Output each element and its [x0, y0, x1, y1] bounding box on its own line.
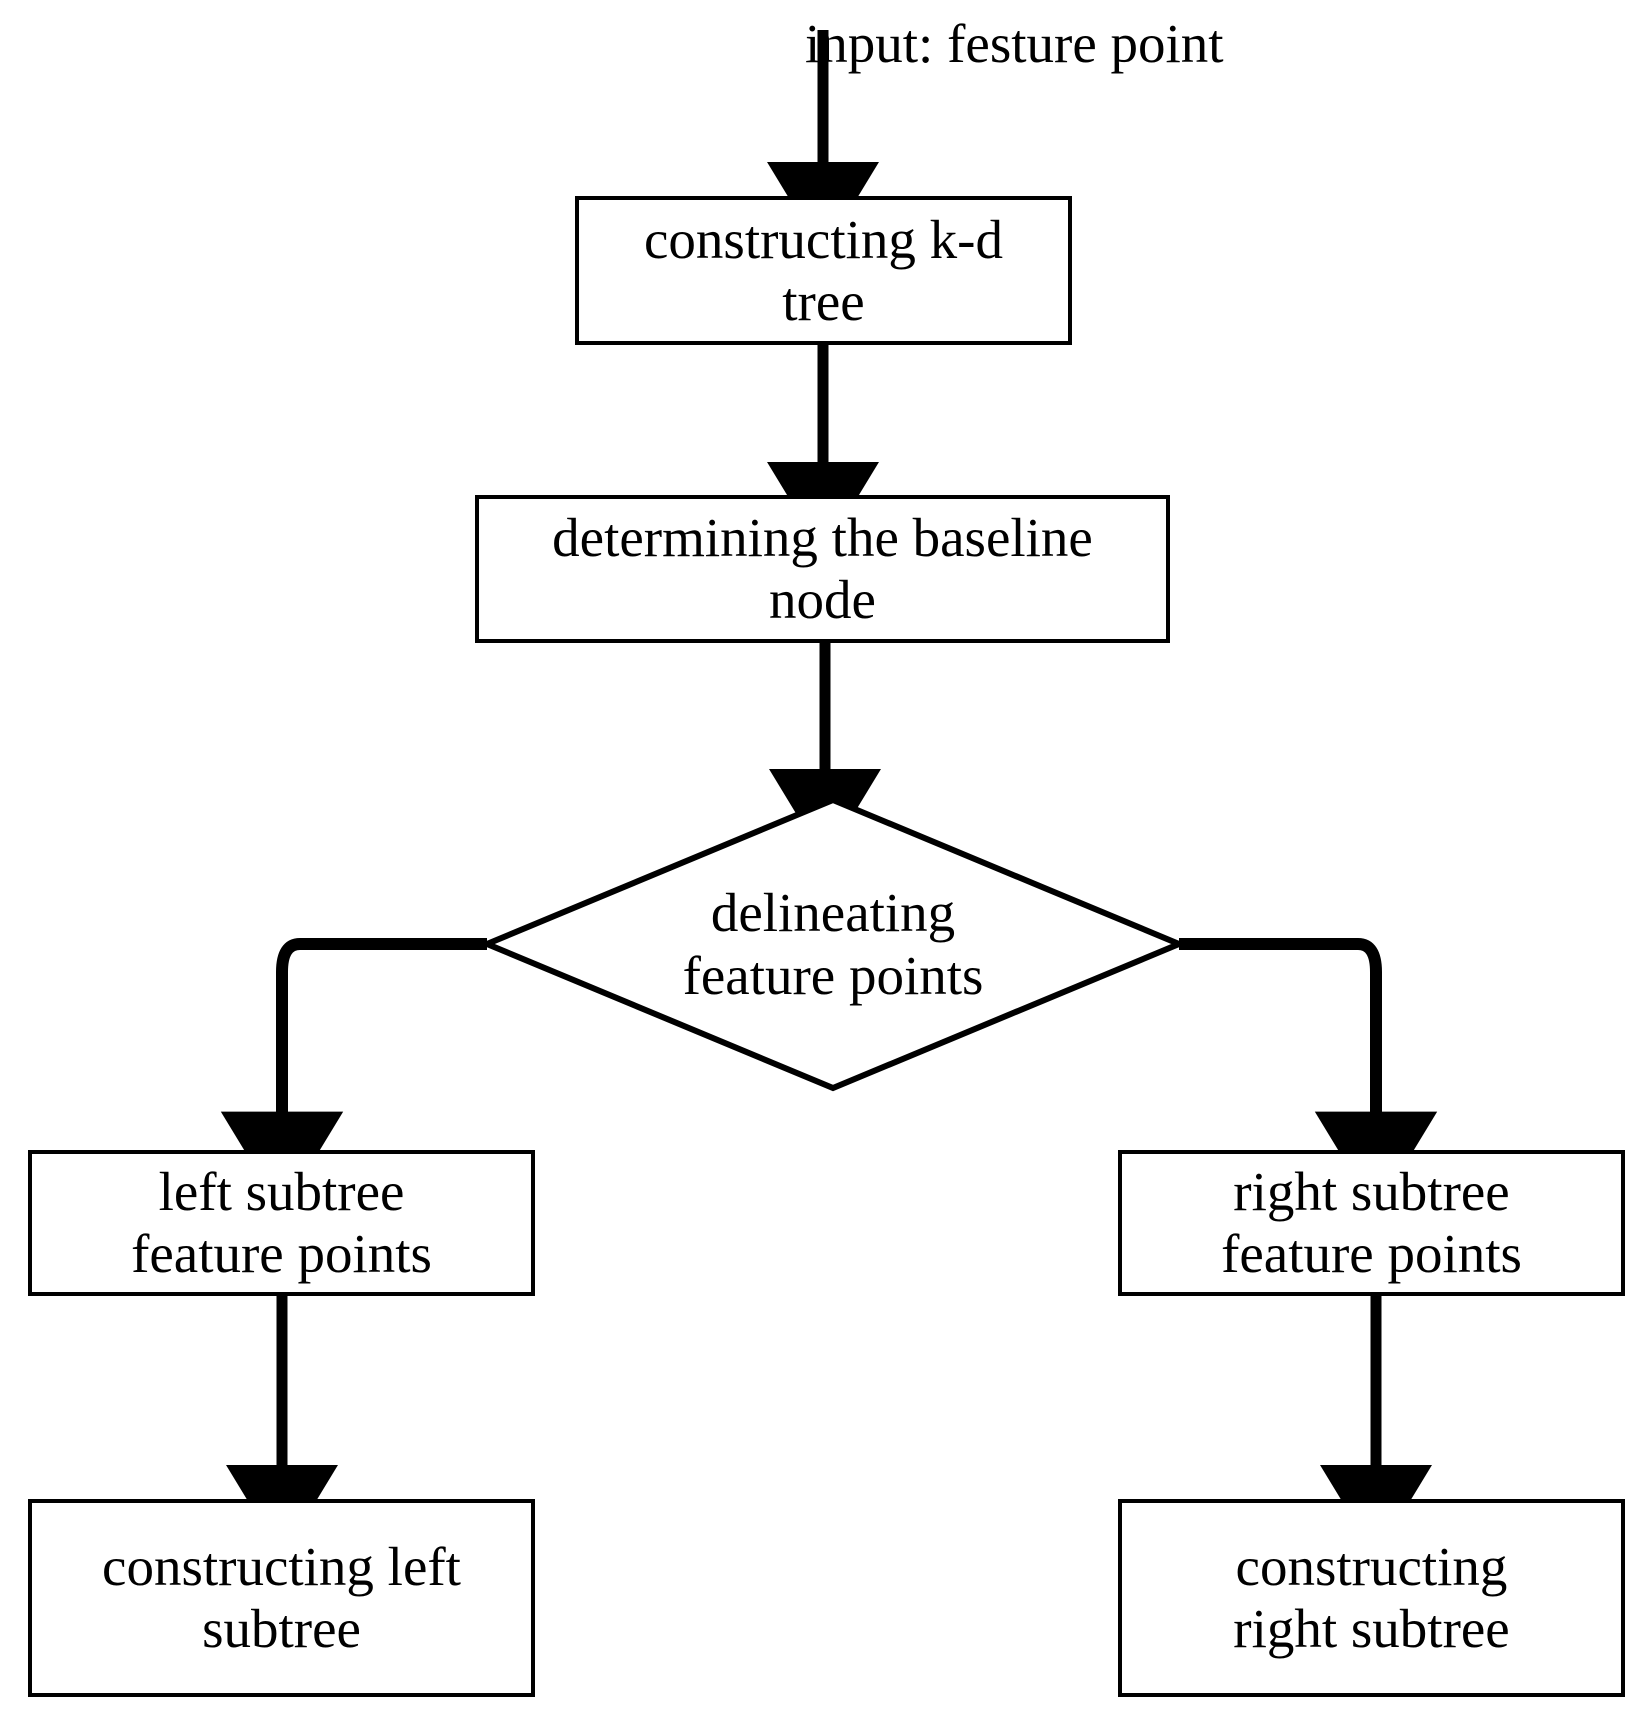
node-label: constructing right subtree [1233, 1536, 1510, 1659]
node-right-subtree-feature-points[interactable]: right subtree feature points [1118, 1150, 1625, 1296]
node-label: constructing k-d tree [644, 208, 1003, 332]
node-label: constructing left subtree [102, 1536, 461, 1659]
edge-delineate-to-right-feat [1179, 938, 1438, 1213]
node-label: right subtree feature points [1221, 1161, 1522, 1284]
edge-delineate-to-left-feat [220, 938, 487, 1213]
decision-diamond-shape [479, 796, 1187, 1092]
input-label: input: festure point [805, 13, 1224, 74]
node-label: determining the baseline node [552, 507, 1093, 630]
node-left-subtree-feature-points[interactable]: left subtree feature points [28, 1150, 535, 1296]
node-constructing-left-subtree[interactable]: constructing left subtree [28, 1499, 535, 1697]
node-constructing-kd-tree[interactable]: constructing k-d tree [575, 196, 1072, 345]
node-constructing-right-subtree[interactable]: constructing right subtree [1118, 1499, 1625, 1697]
node-determining-baseline-node[interactable]: determining the baseline node [475, 495, 1170, 643]
node-label: left subtree feature points [131, 1161, 432, 1284]
